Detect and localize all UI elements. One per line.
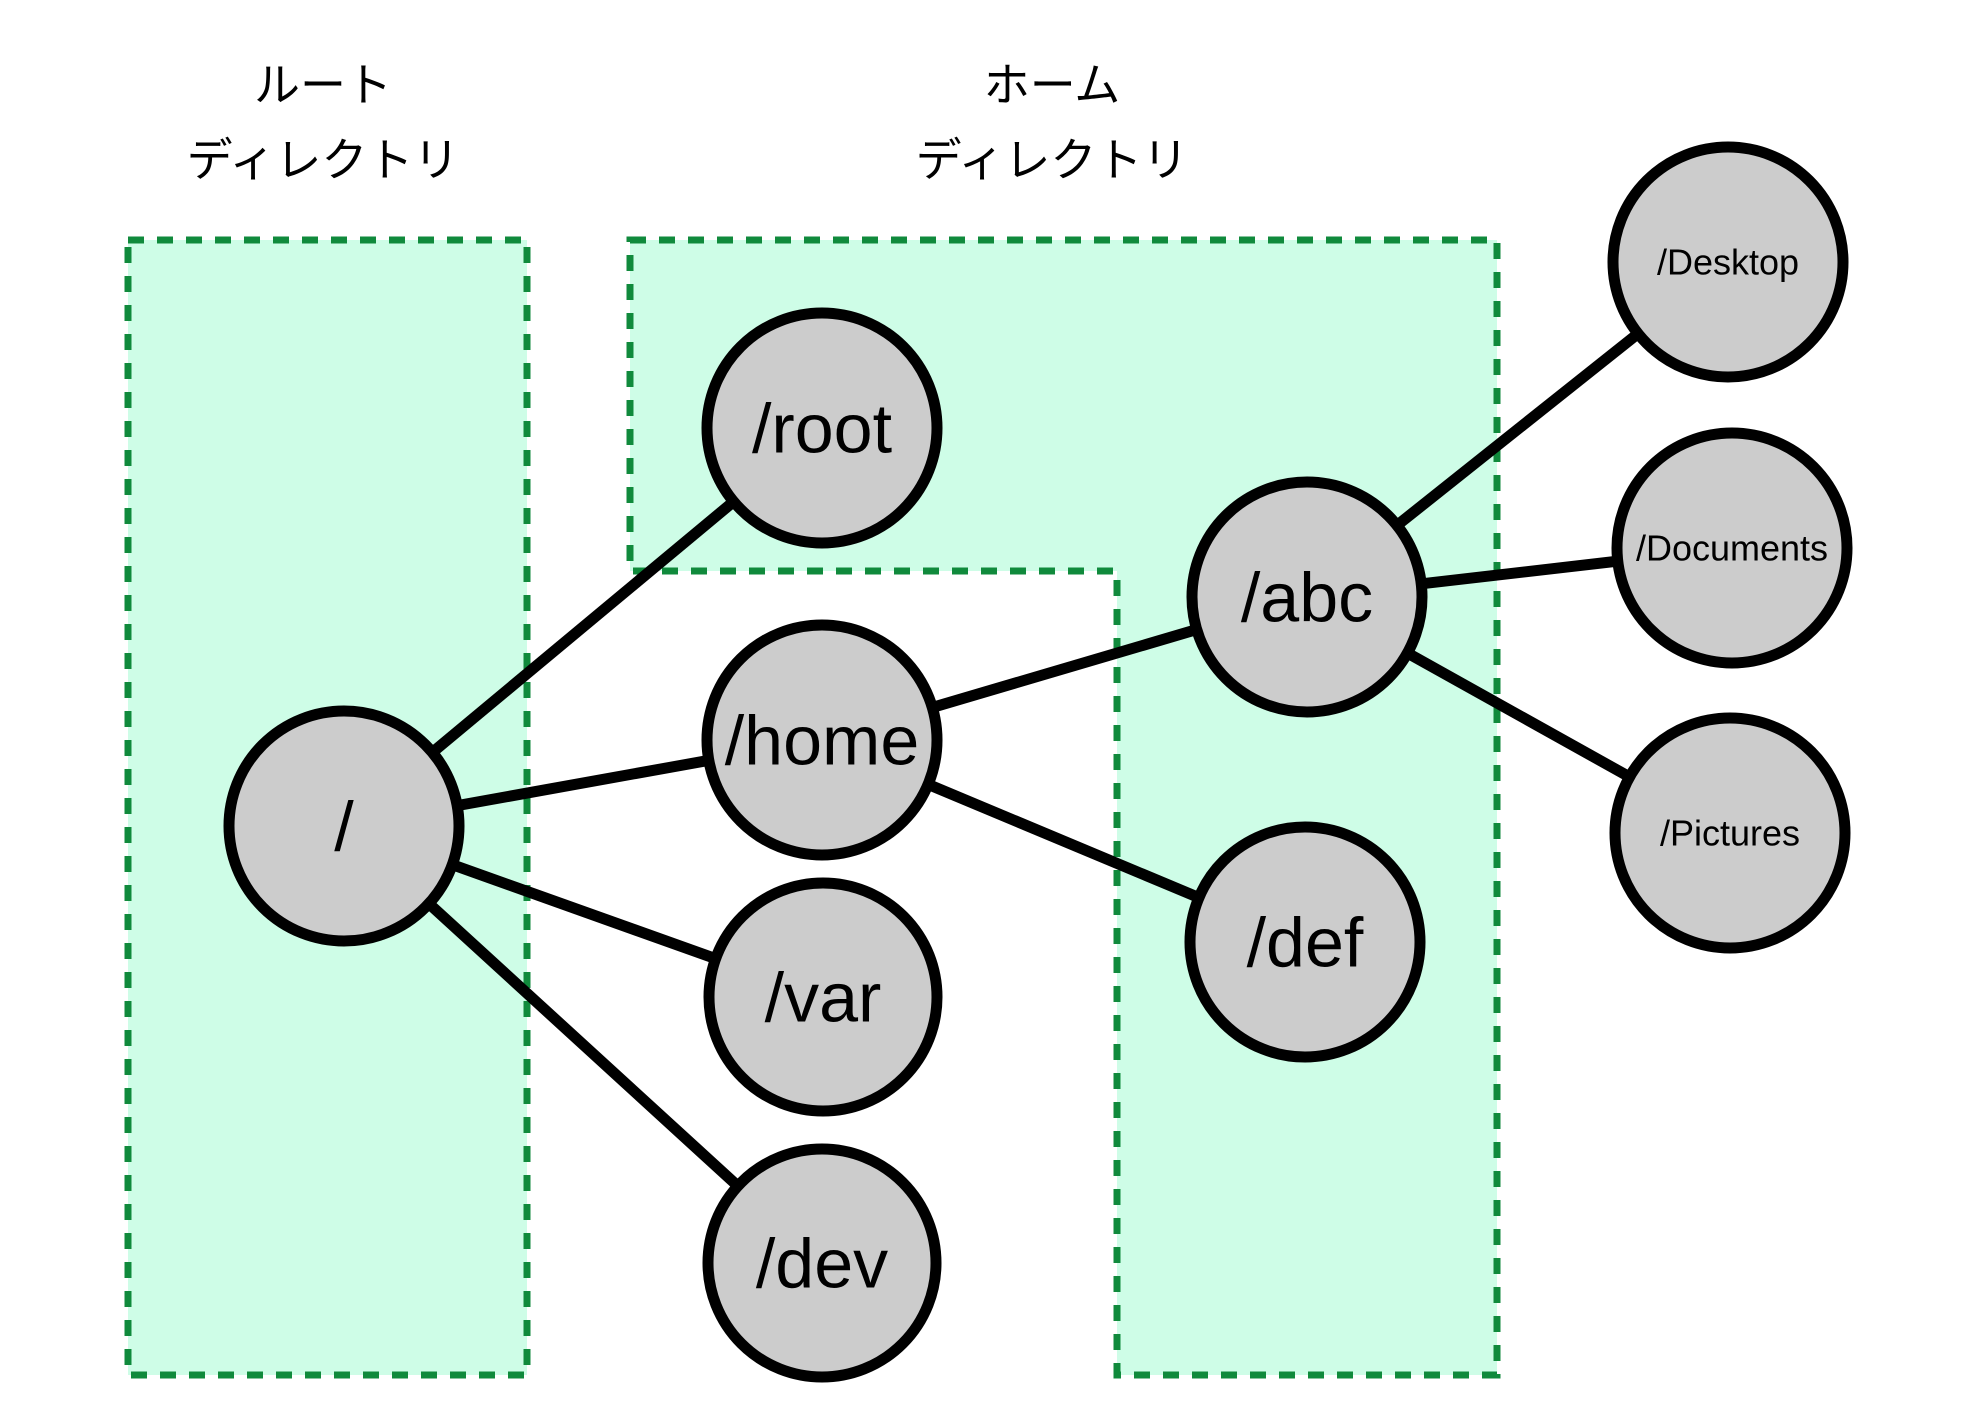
node-pictures: /Pictures — [1609, 712, 1851, 954]
node-root-label: / — [334, 788, 354, 866]
node-pictures-label: /Pictures — [1660, 813, 1800, 854]
node-pictures-circle — [1609, 712, 1851, 954]
node-dev-circle — [702, 1143, 942, 1383]
node-desktop: /Desktop — [1607, 141, 1849, 383]
node-home-label: /home — [725, 702, 920, 780]
node-home: /home — [701, 619, 943, 861]
node-dev: /dev — [702, 1143, 942, 1383]
node-def: /def — [1184, 821, 1426, 1063]
node-home-circle — [701, 619, 943, 861]
nodes: / /root /home /var /dev /abc /def — [223, 141, 1853, 1383]
node-abc-label: /abc — [1241, 559, 1373, 637]
node-abc: /abc — [1186, 476, 1428, 718]
node-documents-circle — [1611, 427, 1853, 669]
node-root: / — [223, 705, 465, 947]
node-desktop-label: /Desktop — [1657, 242, 1799, 283]
node-dev-label: /dev — [756, 1225, 888, 1303]
node-documents-label: /Documents — [1636, 528, 1828, 569]
node-root-home-label: /root — [752, 390, 892, 468]
node-root-home: /root — [701, 307, 943, 549]
region-labels: ルート ディレクトリ ホーム ディレクトリ — [187, 59, 1189, 186]
node-var-label: /var — [765, 959, 882, 1037]
node-root-home-circle — [701, 307, 943, 549]
root-directory-label-line1: ルート — [254, 59, 392, 111]
node-abc-circle — [1186, 476, 1428, 718]
node-root-circle — [223, 705, 465, 947]
node-var: /var — [703, 877, 943, 1117]
node-def-label: /def — [1247, 904, 1364, 982]
node-documents: /Documents — [1611, 427, 1853, 669]
home-directory-label-line2: ディレクトリ — [916, 134, 1189, 186]
node-var-circle — [703, 877, 943, 1117]
node-def-circle — [1184, 821, 1426, 1063]
root-directory-label-line2: ディレクトリ — [187, 134, 460, 186]
home-directory-label-line1: ホーム — [984, 59, 1121, 111]
node-desktop-circle — [1607, 141, 1849, 383]
